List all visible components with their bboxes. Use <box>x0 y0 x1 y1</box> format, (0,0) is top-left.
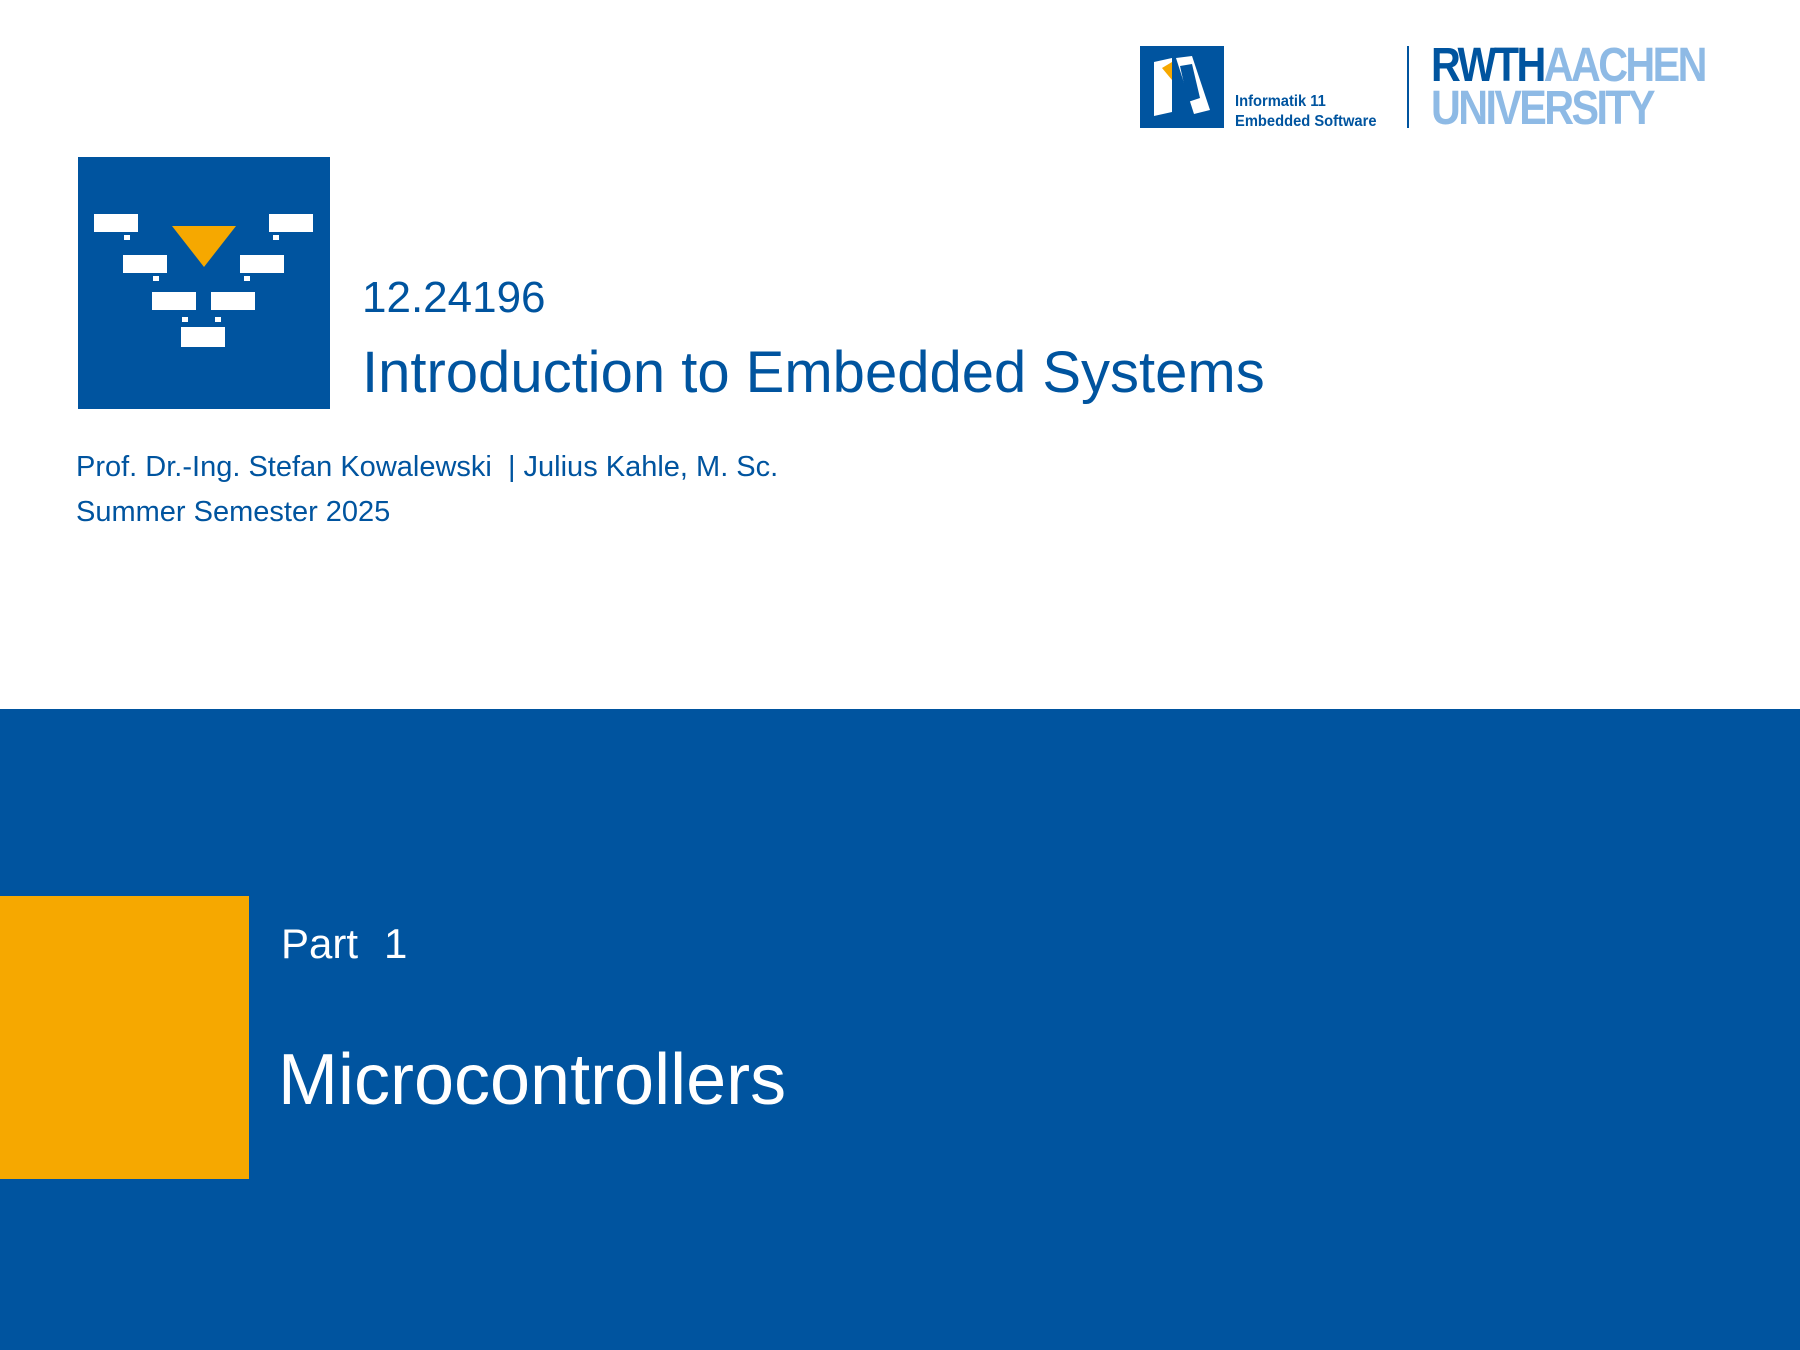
informatik-11-logo-icon <box>1140 46 1224 128</box>
logo-divider <box>1407 46 1409 128</box>
university-wordmark-line-1: RWTHAACHEN <box>1431 42 1707 90</box>
v-model-logo-icon <box>78 157 330 409</box>
part-heading: Part 1 <box>281 918 407 970</box>
institute-name-line-2: Embedded Software <box>1235 113 1377 130</box>
institute-name-line-1: Informatik 11 <box>1235 93 1326 110</box>
course-title: Introduction to Embedded Systems <box>362 340 1265 405</box>
course-number: 12.24196 <box>362 273 546 322</box>
accent-block <box>0 896 249 1179</box>
authors-line: Prof. Dr.-Ing. Stefan Kowalewski | Juliu… <box>76 451 779 483</box>
institute-name: Informatik 11 Embedded Software <box>1235 92 1377 132</box>
university-wordmark-rwth: RWTH <box>1431 39 1546 92</box>
semester-line: Summer Semester 2025 <box>76 496 391 528</box>
section-band <box>0 709 1800 1350</box>
university-wordmark-line-2: UNIVERSITY <box>1431 82 1656 135</box>
university-wordmark-aachen: AACHEN <box>1543 39 1708 92</box>
section-title: Microcontrollers <box>278 1040 787 1120</box>
part-number: 1 <box>384 920 408 967</box>
part-label: Part <box>281 920 359 967</box>
